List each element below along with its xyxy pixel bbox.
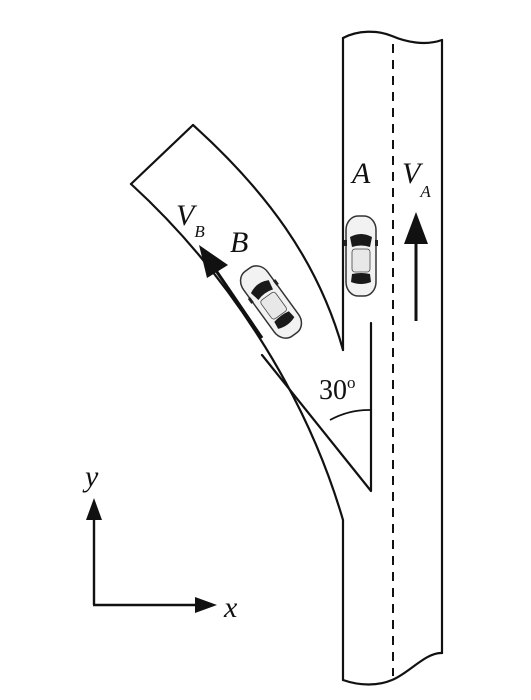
x-axis-arrowhead	[195, 597, 217, 613]
car-b-label: B	[230, 226, 248, 259]
angle-label: 30o	[319, 373, 356, 406]
velocity-a-label: VA	[402, 157, 431, 201]
velocity-b-subscript: B	[194, 222, 205, 241]
coordinate-axes: y x	[82, 460, 238, 624]
velocity-a-subscript: A	[419, 182, 431, 201]
angle-arc	[329, 409, 372, 421]
branch-road-lower-edge	[129, 182, 345, 522]
main-road	[341, 30, 444, 686]
x-axis-label: x	[223, 591, 238, 624]
branch-road-upper-edge	[191, 123, 345, 352]
branch-road	[129, 123, 373, 522]
car-b-icon	[239, 265, 303, 339]
main-road-top-edge	[341, 30, 444, 45]
median-island	[260, 321, 373, 493]
y-axis-label: y	[82, 460, 99, 493]
velocity-arrow-b	[199, 245, 264, 339]
main-road-bottom-edge	[341, 651, 444, 686]
car-a-label: A	[350, 157, 371, 190]
velocity-b-label: VB	[176, 199, 205, 241]
angle-degree-mark: o	[347, 373, 356, 392]
velocity-arrow-a	[404, 212, 428, 321]
branch-road-end	[129, 123, 195, 186]
car-a-icon	[344, 215, 378, 297]
y-axis-arrowhead	[86, 498, 102, 520]
